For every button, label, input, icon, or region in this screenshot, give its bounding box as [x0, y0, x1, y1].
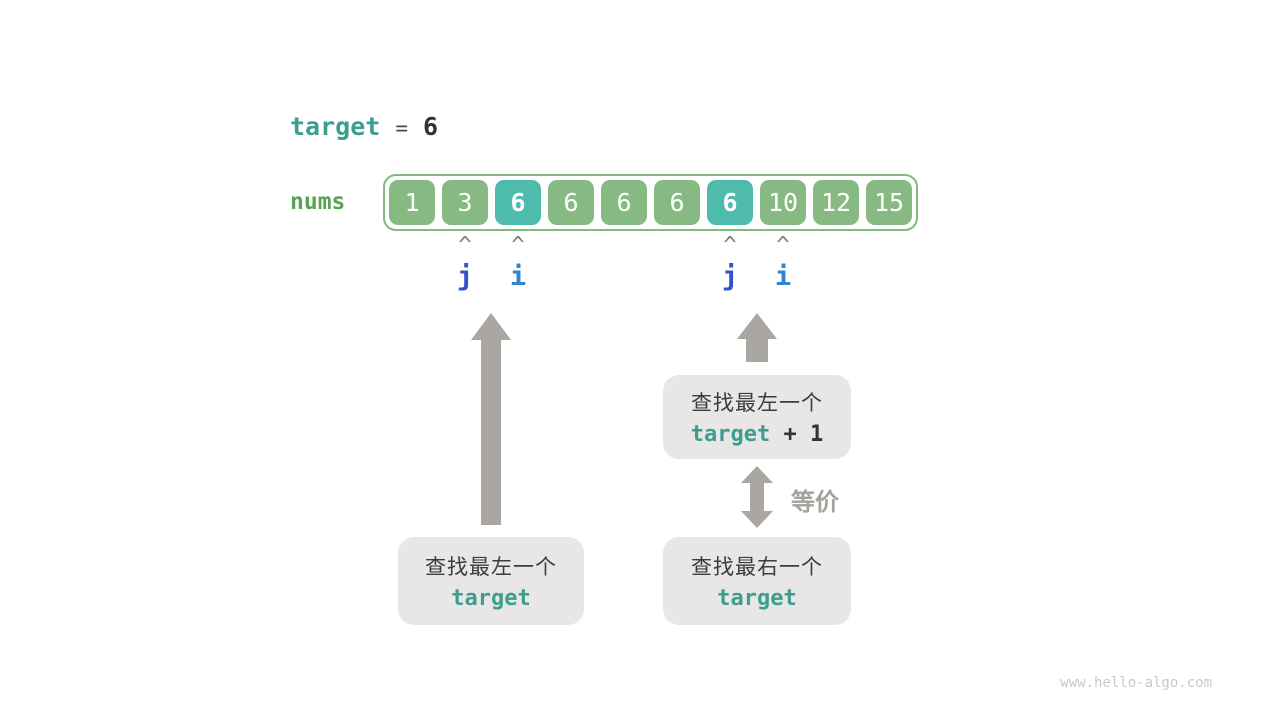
array-cell: 6 — [707, 180, 753, 225]
callout-code: target + 1 — [690, 422, 824, 447]
array-cell: 6 — [495, 180, 541, 225]
watermark: www.hello-algo.com — [1060, 675, 1212, 691]
array-cell: 15 — [866, 180, 912, 225]
callout-code: target — [451, 586, 531, 611]
target-variable: target — [290, 112, 381, 141]
caret-icon: ^ — [776, 233, 790, 258]
array-cell: 3 — [442, 180, 488, 225]
pointer-j: j — [456, 261, 474, 292]
equivalence-arrow-icon — [741, 466, 773, 528]
callout-text: 查找最左一个 — [425, 556, 557, 579]
caret-icon: ^ — [511, 233, 525, 258]
callout-search-rightmost-target: 查找最右一个 target — [663, 537, 851, 625]
caret-icon: ^ — [723, 233, 737, 258]
callout-search-leftmost-target-plus-one: 查找最左一个 target + 1 — [663, 375, 851, 459]
callout-search-leftmost-target: 查找最左一个 target — [398, 537, 584, 625]
target-value: 6 — [422, 112, 439, 141]
caret-icon: ^ — [458, 233, 472, 258]
array-cell: 10 — [760, 180, 806, 225]
array-cell: 1 — [389, 180, 435, 225]
array-cell: 12 — [813, 180, 859, 225]
array-cell: 6 — [601, 180, 647, 225]
equals-sign: = — [395, 116, 408, 140]
pointer-i: i — [509, 261, 527, 292]
array-cell: 6 — [548, 180, 594, 225]
nums-label: nums — [290, 189, 346, 215]
up-arrow-right-icon — [737, 313, 777, 362]
pointer-j: j — [721, 261, 739, 292]
callout-code: target — [717, 586, 797, 611]
callout-text: 查找最右一个 — [691, 556, 823, 579]
array-cell: 6 — [654, 180, 700, 225]
callout-text: 查找最左一个 — [691, 392, 823, 415]
equivalence-label: 等价 — [791, 489, 839, 516]
up-arrow-left-icon — [471, 313, 511, 525]
pointer-i: i — [774, 261, 792, 292]
target-assignment: target = 6 — [290, 112, 438, 141]
